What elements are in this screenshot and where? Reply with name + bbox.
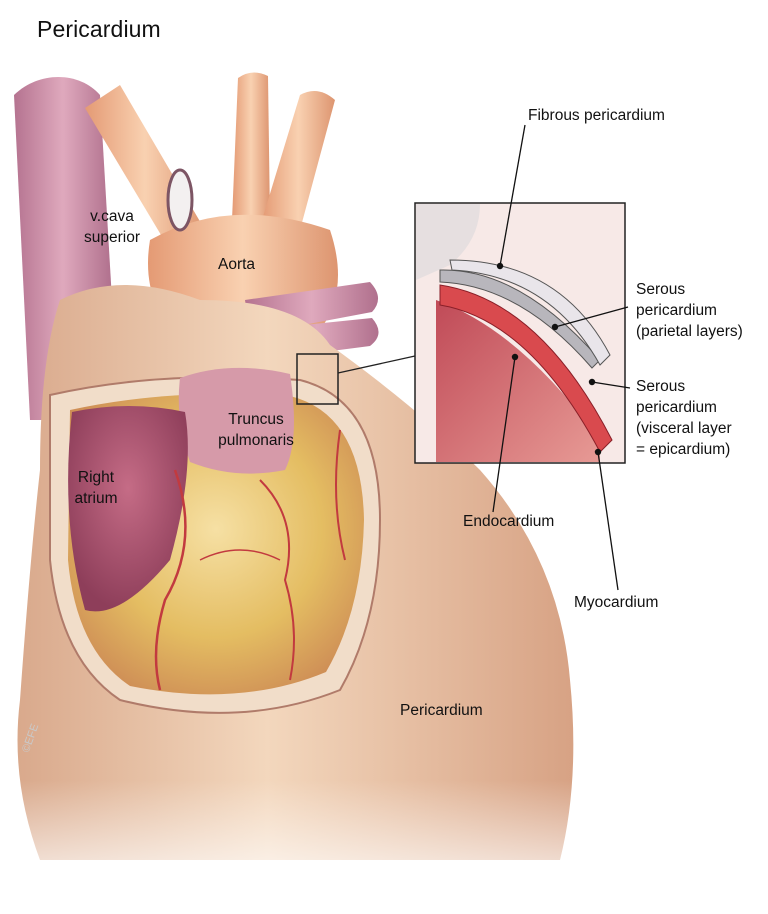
label-right-atrium: Right atrium <box>64 467 128 509</box>
callout-source-box <box>296 353 339 405</box>
label-line: pulmonaris <box>218 432 294 449</box>
opened-pericardium-window <box>49 367 382 714</box>
magnified-inset <box>414 202 626 464</box>
label-line: pericardium <box>636 302 717 319</box>
leader-dots <box>496 262 602 456</box>
label-truncus-pulmonaris: Truncus pulmonaris <box>214 409 298 451</box>
label-line: pericardium <box>636 399 717 416</box>
label-line: Right <box>77 469 115 486</box>
label-endocardium: Endocardium <box>463 513 555 530</box>
label-pericardium: Pericardium <box>400 702 483 719</box>
label-serous-pericardium-parietal: Serous pericardium (parietal layers) <box>636 279 743 342</box>
label-aorta: Aorta <box>218 256 256 273</box>
label-line: atrium <box>74 490 118 507</box>
label-fibrous-pericardium: Fibrous pericardium <box>528 107 665 124</box>
label-line: superior <box>84 229 140 246</box>
label-line: Truncus <box>228 411 284 428</box>
label-line: (visceral layer <box>636 420 732 437</box>
label-line: v.cava <box>90 208 134 225</box>
label-myocardium: Myocardium <box>574 594 659 611</box>
label-line: (parietal layers) <box>636 323 743 340</box>
diagram-title: Pericardium <box>37 16 161 42</box>
label-line: = epicardium) <box>636 441 731 458</box>
label-v-cava-superior: v.cava superior <box>72 206 152 248</box>
label-line: Serous <box>636 378 686 395</box>
leader-lines <box>492 124 631 591</box>
callout-connector <box>337 355 416 374</box>
label-line: Serous <box>636 281 686 298</box>
label-serous-pericardium-visceral: Serous pericardium (visceral layer = epi… <box>636 376 732 460</box>
